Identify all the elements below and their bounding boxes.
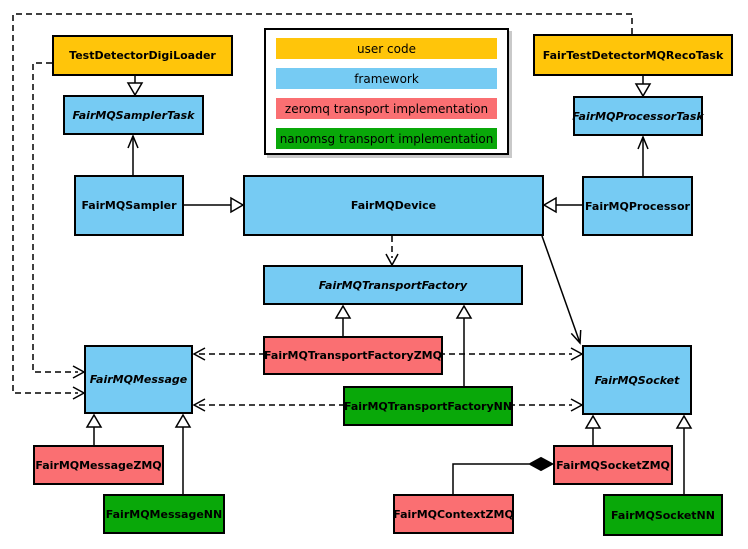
edge-sampler-to-device-inheritance [184,196,245,214]
edge-socketzmq-contextzmq-composition [452,456,555,494]
node-fairmqsocketnn: FairMQSocketNN [603,494,723,536]
edge-digiloader-to-samplertask-inheritance [126,76,144,97]
legend-item-nanomsg: nanomsg transport implementation [276,128,497,149]
edge-messagezmq-to-message-inheritance [85,413,103,445]
node-fairmqmessagezmq: FairMQMessageZMQ [33,445,164,485]
node-fairmqsocketzmq: FairMQSocketZMQ [553,445,673,485]
edge-factorynn-to-factory-inheritance [455,304,473,386]
node-fairmqsampler: FairMQSampler [74,175,184,236]
node-fairtestdetectormqrecotask: FairTestDetectorMQRecoTask [533,34,733,76]
edge-recotask-to-processortask-inheritance [634,76,652,98]
node-testdetectordigiloader: TestDetectorDigiLoader [52,35,233,76]
node-fairmqdevice: FairMQDevice [243,175,544,236]
edge-device-to-socket-association [541,235,582,345]
edge-socketnn-to-socket-inheritance [675,414,693,494]
node-fairmqprocessortask: FairMQProcessorTask [572,96,704,136]
node-fairmqmessagenn: FairMQMessageNN [103,494,225,534]
edge-factoryzmq-to-factory-inheritance [334,304,352,336]
node-fairmqprocessor: FairMQProcessor [582,176,693,236]
legend-item-framework: framework [276,68,497,89]
node-fairmqmessage: FairMQMessage [84,345,193,414]
node-fairmqcontextzmq: FairMQContextZMQ [393,494,514,534]
node-fairmqsocket: FairMQSocket [582,345,692,415]
node-fairmqtransportfactorynn: FairMQTransportFactoryNN [343,386,513,426]
node-fairmqtransportfactoryzmq: FairMQTransportFactoryZMQ [263,336,443,375]
edge-device-to-transportfactory-dependency [385,236,399,267]
edge-messagenn-to-message-inheritance [174,413,192,494]
node-fairmqsamplertask: FairMQSamplerTask [63,95,204,135]
legend-item-zeromq: zeromq transport implementation [276,98,497,119]
edge-sampler-to-samplertask-association [127,134,139,175]
legend-item-user-code: user code [276,38,497,59]
edge-socketzmq-to-socket-inheritance [584,414,602,445]
node-fairmqtransportfactory: FairMQTransportFactory [263,265,523,305]
legend: user code framework zeromq transport imp… [264,28,509,155]
edge-processor-to-processortask-association [637,135,649,176]
edge-processor-to-device-inheritance [542,196,582,214]
